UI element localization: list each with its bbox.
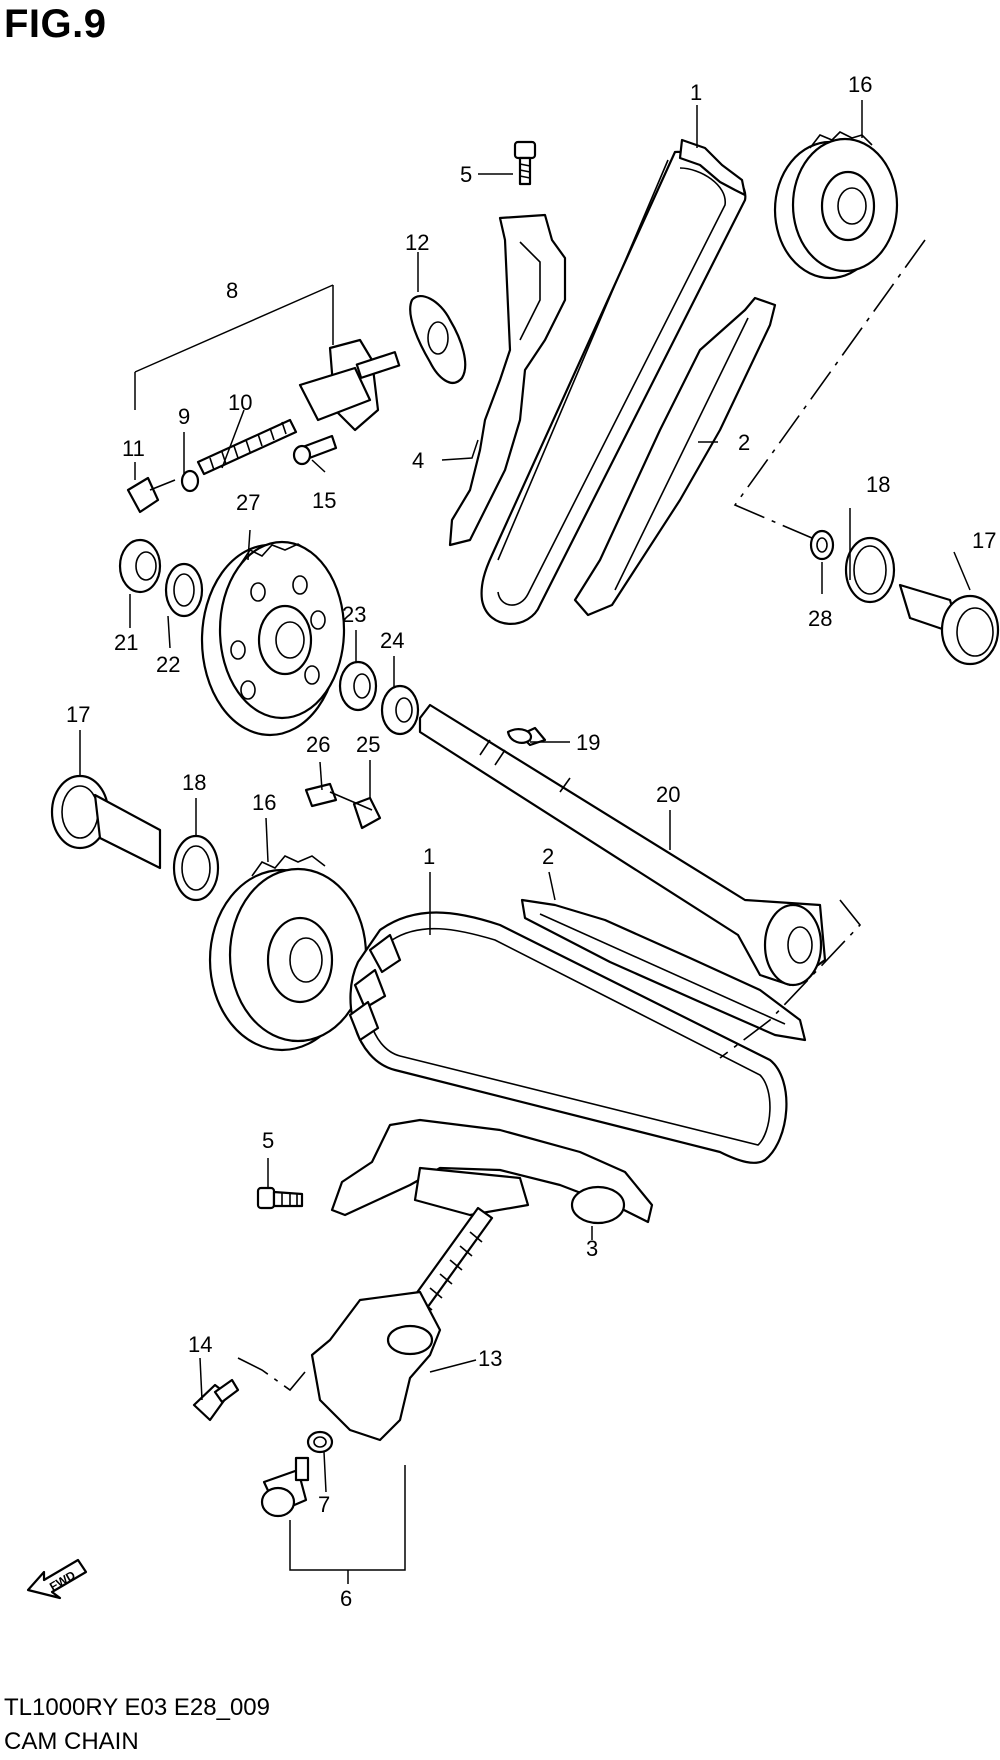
cam-drive-shaft bbox=[418, 703, 827, 987]
upper-bolt bbox=[513, 140, 537, 186]
callout-label: 21 bbox=[114, 630, 138, 655]
callout-label: 2 bbox=[738, 430, 750, 455]
callout-label: 5 bbox=[262, 1128, 274, 1153]
callout-label: 20 bbox=[656, 782, 680, 807]
callout-label: 9 bbox=[178, 404, 190, 429]
callout-label: 17 bbox=[66, 702, 90, 727]
idler-bearings bbox=[338, 660, 420, 736]
upper-cam-sprocket bbox=[773, 131, 899, 280]
lower-cam-sprocket bbox=[208, 855, 368, 1052]
lower-bolts bbox=[192, 1186, 304, 1422]
tensioner-plug bbox=[260, 1430, 334, 1518]
callout-label: 8 bbox=[226, 278, 238, 303]
small-parts bbox=[304, 728, 533, 830]
callout-label: 26 bbox=[306, 732, 330, 757]
callout-label: 19 bbox=[576, 730, 600, 755]
callout-label: 2 bbox=[542, 844, 554, 869]
callout-label: 10 bbox=[228, 390, 252, 415]
callout-label: 16 bbox=[252, 790, 276, 815]
left-cap-parts bbox=[50, 774, 220, 902]
right-cap-parts bbox=[809, 529, 1000, 666]
cam-chain-tensioner bbox=[310, 1206, 494, 1442]
callout-label: 6 bbox=[340, 1586, 352, 1611]
model-code: TL1000RY E03 E28_009 bbox=[4, 1694, 271, 1721]
leader-lines bbox=[79, 100, 971, 1584]
callout-label: 5 bbox=[460, 162, 472, 187]
callout-label: 11 bbox=[122, 436, 145, 461]
callout-label: 17 bbox=[972, 528, 996, 553]
callout-label: 18 bbox=[866, 472, 890, 497]
tensioner-gasket-upper bbox=[409, 295, 467, 384]
callout-label: 18 bbox=[182, 770, 206, 795]
callout-label: 14 bbox=[188, 1332, 212, 1357]
callout-label: 24 bbox=[380, 628, 404, 653]
callout-label: 4 bbox=[412, 448, 424, 473]
cam-idler-gear bbox=[200, 540, 346, 737]
callout-label: 1 bbox=[690, 80, 702, 105]
lower-tensioner-guide bbox=[330, 1118, 654, 1225]
figure-caption: CAM CHAIN bbox=[4, 1728, 139, 1755]
shaft-seal-and-washer bbox=[118, 538, 204, 618]
figure-title: FIG.9 bbox=[4, 2, 107, 46]
callout-label: 27 bbox=[236, 490, 260, 515]
callout-label: 3 bbox=[586, 1236, 598, 1261]
callout-label: 16 bbox=[848, 72, 872, 97]
callout-label: 25 bbox=[356, 732, 380, 757]
lower-rear-guide bbox=[520, 898, 807, 1042]
callout-label: 12 bbox=[405, 230, 429, 255]
callout-label: 22 bbox=[156, 652, 180, 677]
callout-label: 28 bbox=[808, 606, 832, 631]
upper-chain-guide bbox=[448, 213, 567, 547]
upper-rear-guide bbox=[573, 296, 777, 617]
upper-cam-chain bbox=[480, 138, 747, 625]
callout-label: 7 bbox=[318, 1492, 330, 1517]
parts-diagram: FWD 1 16 5 12 8 10 9 11 4 2 15 27 18 17 … bbox=[26, 72, 1000, 1611]
assembly-lines bbox=[237, 239, 926, 1392]
callout-label: 15 bbox=[312, 488, 336, 513]
callout-numbers: 1 16 5 12 8 10 9 11 4 2 15 27 18 17 28 2… bbox=[66, 72, 996, 1611]
upper-tensioner bbox=[126, 338, 401, 514]
callout-label: 23 bbox=[342, 602, 366, 627]
callout-label: 13 bbox=[478, 1346, 502, 1371]
callout-label: 1 bbox=[423, 844, 435, 869]
fwd-arrow-icon: FWD bbox=[26, 1558, 88, 1600]
lower-cam-chain bbox=[348, 911, 788, 1164]
